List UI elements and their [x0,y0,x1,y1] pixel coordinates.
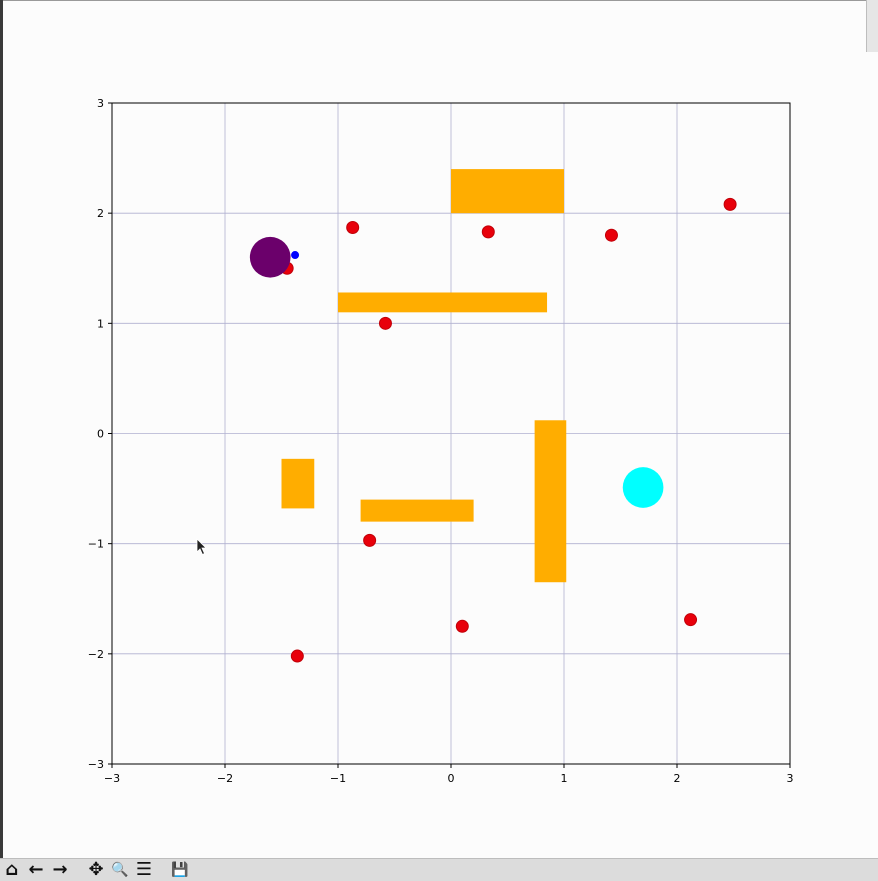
scatter-point [723,197,737,211]
zoom-button[interactable]: 🔍 [108,859,132,881]
obstacle-rect [281,458,315,509]
floppy-icon: 💾 [171,862,189,878]
agent-circle [249,236,291,278]
magnifier-icon: 🔍 [111,862,129,878]
arrow-right-icon: → [52,859,68,880]
tick-label-y: 2 [97,207,104,220]
plot-canvas: −3 −2 −1 0 1 2 3 −3 −2 −1 0 1 2 3 [88,97,794,785]
scatter-point [684,613,698,627]
window-left-border [0,0,3,881]
window-corner [866,0,878,52]
obstacle-rect [360,499,474,522]
window-top-border [0,0,878,1]
obstacle-rect [534,420,567,583]
tick-label-x: −2 [217,772,233,785]
tick-label-x: −3 [104,772,120,785]
ticks: −3 −2 −1 0 1 2 3 −3 −2 −1 0 1 2 3 [88,97,794,785]
tick-label-x: −1 [330,772,346,785]
mouse-cursor-icon [196,538,207,556]
obstacle-rect [451,169,564,214]
entities [249,236,664,508]
configure-subplots-button[interactable]: ☰ [132,859,156,881]
scatter-point [481,225,495,239]
tick-label-x: 2 [674,772,681,785]
tick-label-x: 0 [448,772,455,785]
heading-marker [291,251,300,260]
home-button[interactable]: ⌂ [0,859,24,881]
tick-label-y: −1 [88,538,104,551]
obstacles [281,169,567,583]
tick-label-y: 0 [97,428,104,441]
home-icon: ⌂ [5,859,19,880]
goal-circle [622,467,664,508]
points [280,197,737,663]
save-button[interactable]: 💾 [168,859,192,881]
obstacle-rect [338,292,548,313]
pan-button[interactable]: ✥ [84,859,108,881]
tick-label-x: 3 [787,772,794,785]
scatter-point [604,228,618,242]
tick-label-y: 1 [97,317,104,330]
forward-button[interactable]: → [48,859,72,881]
scatter-point [290,649,304,663]
tick-label-y: −2 [88,648,104,661]
tick-label-x: 1 [561,772,568,785]
scatter-point [455,619,469,633]
navigation-toolbar: ⌂ ← → ✥ 🔍 ☰ 💾 [0,858,878,881]
scatter-point [346,220,360,234]
tick-label-y: 3 [97,97,104,110]
scatter-point [363,533,377,547]
move-icon: ✥ [88,859,104,880]
tick-label-y: −3 [88,758,104,771]
scatter-point [378,316,392,330]
back-button[interactable]: ← [24,859,48,881]
sliders-icon: ☰ [135,859,153,880]
arrow-left-icon: ← [28,859,44,880]
